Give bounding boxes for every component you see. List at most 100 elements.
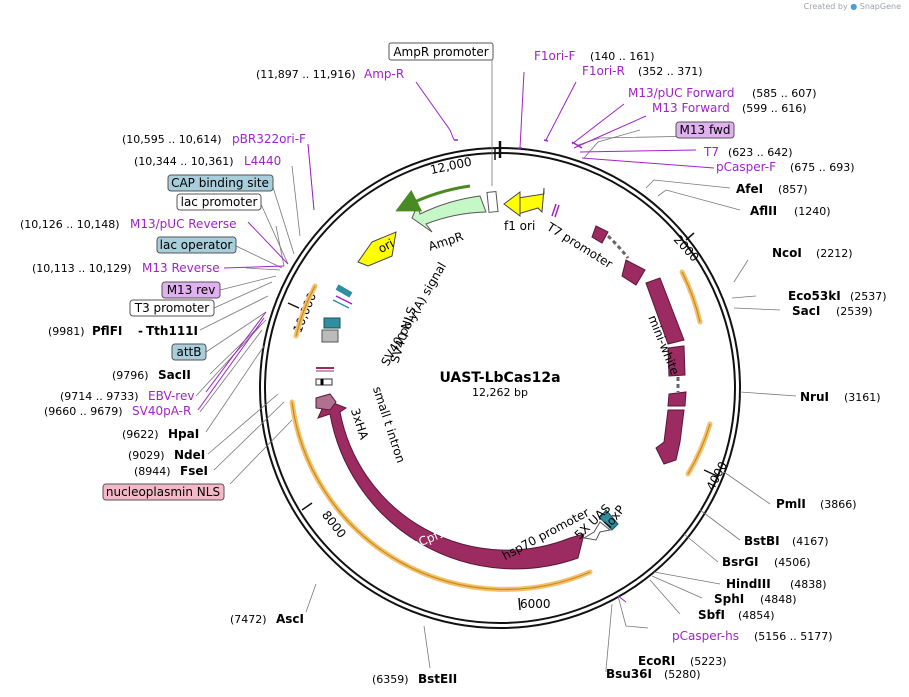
label-f1ori: f1 ori xyxy=(504,219,535,233)
primer-m13rev-pos: (10,113 .. 10,129) xyxy=(32,262,132,275)
box-capsite: CAP binding site xyxy=(167,174,274,192)
enzyme-labels: AfeI (857) AflII (1240) NcoI (2212) Eco5… xyxy=(48,182,887,686)
enzyme-pmli: PmlI xyxy=(776,497,806,511)
enzyme-nrui-pos: (3161) xyxy=(844,391,881,404)
label-3xha: 3xHA xyxy=(348,406,371,441)
enzyme-tth111i: Tth111I xyxy=(146,324,198,338)
t7-promoter-mark xyxy=(551,203,560,218)
tick-6000: 6000 xyxy=(520,597,551,611)
primer-f1orir: F1ori-R xyxy=(582,64,625,78)
primer-ebvrev-pos: (9714 .. 9733) xyxy=(60,390,139,403)
box-attb: attB xyxy=(171,343,207,361)
enzyme-saci: SacI xyxy=(792,304,820,318)
primer-f1orir-pos: (352 .. 371) xyxy=(638,65,703,78)
enzyme-afei-pos: (857) xyxy=(778,183,808,196)
svg-text:attB: attB xyxy=(177,345,202,359)
enzyme-afei: AfeI xyxy=(736,182,763,196)
snapgene-logo-icon: ● xyxy=(850,2,858,11)
primer-m13puc-pos: (585 .. 607) xyxy=(752,87,817,100)
svg-text:lac promoter: lac promoter xyxy=(181,195,258,209)
svg-text:M13 rev: M13 rev xyxy=(167,283,216,297)
enzyme-bsteii-pos: (6359) xyxy=(372,673,409,686)
ticks xyxy=(287,141,718,611)
primer-l4440: L4440 xyxy=(244,154,281,168)
feature-ampr xyxy=(411,195,487,233)
snapgene-credit: Created by ● SnapGene xyxy=(803,2,901,11)
box-t3promoter: T3 promoter xyxy=(129,299,215,317)
primer-l4440-pos: (10,344 .. 10,361) xyxy=(134,155,234,168)
enzyme-hindiii-pos: (4838) xyxy=(790,578,827,591)
enzyme-asci-pos: (7472) xyxy=(230,613,267,626)
primer-pcasperhs-pos: (5156 .. 5177) xyxy=(754,630,833,643)
tick-12000: 12,000 xyxy=(429,155,473,177)
primer-f1orif-pos: (140 .. 161) xyxy=(590,50,655,63)
primer-m13pucrev: M13/pUC Reverse xyxy=(130,217,237,231)
enzyme-hpai: HpaI xyxy=(168,427,199,441)
enzyme-bsu36i: Bsu36I xyxy=(606,667,652,681)
primer-t7-pos: (623 .. 642) xyxy=(728,146,793,159)
svg-text:AmpR promoter: AmpR promoter xyxy=(393,45,488,59)
enzyme-saci-pos: (2539) xyxy=(836,305,873,318)
enzyme-bsrgi-pos: (4506) xyxy=(774,556,811,569)
primer-ebvrev: EBV-rev xyxy=(148,389,194,403)
enzyme-ecori-pos: (5223) xyxy=(690,655,727,668)
primer-sv40pa: SV40pA-R xyxy=(132,404,191,418)
left-small-features xyxy=(315,284,353,411)
enzyme-aflii: AflII xyxy=(750,204,777,218)
enzyme-asci: AscI xyxy=(276,612,304,626)
primer-pcasperf: pCasper-F xyxy=(716,160,776,174)
primer-m13rev: M13 Reverse xyxy=(142,261,220,275)
enzyme-ndei-pos: (9029) xyxy=(128,449,165,462)
enzyme-eco53ki: Eco53kI xyxy=(788,289,841,303)
primer-ticks-top xyxy=(454,139,583,149)
feature-ori xyxy=(357,231,397,267)
primer-m13pucrev-pos: (10,126 .. 10,148) xyxy=(20,218,120,231)
enzyme-fsei-pos: (8944) xyxy=(134,465,171,478)
primer-ampr: Amp-R xyxy=(364,67,404,81)
box-m13fwd: M13 fwd xyxy=(675,121,735,139)
enzyme-ecori: EcoRI xyxy=(638,654,675,668)
enzyme-sacii: SacII xyxy=(158,368,191,382)
enzyme-aflii-pos: (1240) xyxy=(794,205,831,218)
miniwhite-dashes xyxy=(606,234,630,259)
enzyme-ncoi: NcoI xyxy=(772,246,802,260)
primer-m13fwd: M13 Forward xyxy=(652,101,730,115)
enzyme-ncoi-pos: (2212) xyxy=(816,247,853,260)
box-m13rev: M13 rev xyxy=(161,281,221,299)
ampr-orf-arrow xyxy=(395,184,471,212)
enzyme-pflfi-pos: (9981) xyxy=(48,325,85,338)
label-t7promoter: T7 promoter xyxy=(544,219,615,271)
enzyme-sbfi-pos: (4854) xyxy=(738,609,775,622)
svg-text:CAP binding site: CAP binding site xyxy=(171,176,269,190)
box-lacpromoter: lac promoter xyxy=(176,193,262,211)
primer-t7: T7 xyxy=(703,145,719,159)
enzyme-sphi-pos: (4848) xyxy=(760,593,797,606)
enzyme-fsei: FseI xyxy=(180,464,208,478)
enzyme-bstbi: BstBI xyxy=(744,534,780,548)
primer-leaders xyxy=(415,71,715,603)
plasmid-name: UAST-LbCas12a xyxy=(439,370,560,386)
enzyme-ndei: NdeI xyxy=(174,448,205,462)
enzyme-sphi: SphI xyxy=(714,592,744,606)
enzyme-bstbi-pos: (4167) xyxy=(792,535,829,548)
plasmid-length: 12,262 bp xyxy=(472,386,528,399)
enzyme-nrui: NruI xyxy=(800,390,829,404)
primer-pcasperf-pos: (675 .. 693) xyxy=(790,161,855,174)
primer-sv40pa-pos: (9660 .. 9679) xyxy=(44,405,123,418)
svg-text:nucleoplasmin NLS: nucleoplasmin NLS xyxy=(106,485,220,499)
primer-pbr322-pos: (10,595 .. 10,614) xyxy=(122,133,222,146)
svg-text:M13 fwd: M13 fwd xyxy=(680,123,731,137)
svg-text:lac operator: lac operator xyxy=(160,238,233,252)
enzyme-sacii-pos: (9796) xyxy=(112,369,149,382)
primer-m13puc: M13/pUC Forward xyxy=(628,86,735,100)
label-ampr: AmpR xyxy=(427,229,465,253)
enzyme-pflfi: PflFI xyxy=(92,324,122,338)
feature-loxp xyxy=(599,509,619,531)
feature-miniwhite xyxy=(591,225,687,465)
enzyme-pmli-pos: (3866) xyxy=(820,498,857,511)
tick-8000: 8000 xyxy=(319,508,349,541)
primer-pcasperhs: pCasper-hs xyxy=(672,629,739,643)
enzyme-eco53ki-pos: (2537) xyxy=(850,290,887,303)
box-amprpromoter: AmpR promoter xyxy=(388,42,494,61)
